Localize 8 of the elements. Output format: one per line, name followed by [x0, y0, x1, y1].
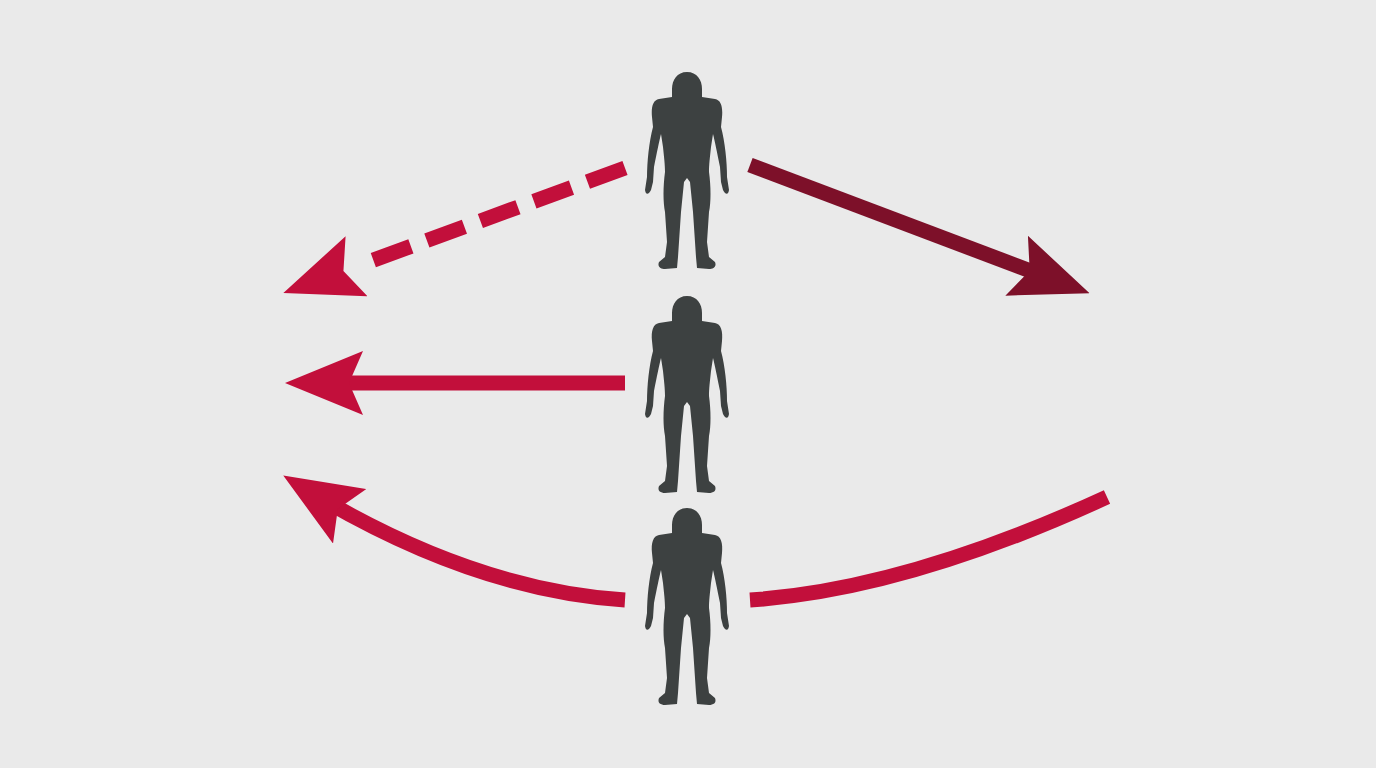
curved-line — [749, 490, 1111, 608]
arrow — [747, 158, 1090, 296]
arrow — [285, 351, 625, 415]
player-silhouette — [645, 72, 730, 269]
curved-arrow — [283, 475, 626, 608]
dashed-arrow — [283, 160, 628, 297]
player-silhouette — [645, 296, 730, 493]
player-silhouette — [645, 508, 730, 705]
